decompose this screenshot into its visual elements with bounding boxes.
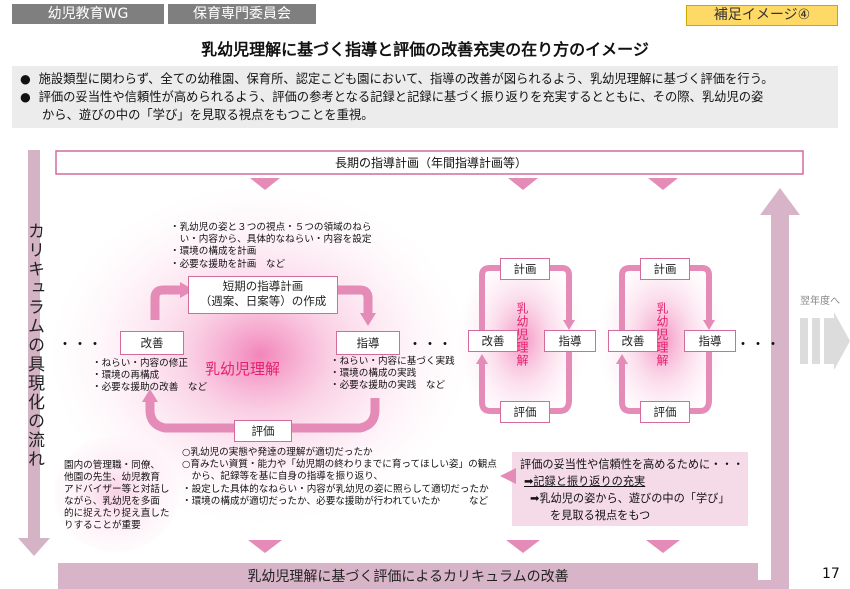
mini2-improve-box: 改善: [608, 330, 658, 352]
guide-notes: ・ねらい・内容に基づく実践 ・環境の構成の実践 ・必要な援助の実践 など: [330, 356, 455, 392]
mini1-center: 乳幼児理解: [515, 302, 529, 367]
guide-box: 指導: [336, 331, 400, 355]
mini2-center: 乳幼児理解: [655, 302, 669, 367]
long-term-plan-label: 長期の指導計画（年間指導計画等）: [334, 156, 527, 170]
dots-mid: ・・・: [408, 337, 453, 353]
mini1-guide-box: 指導: [544, 330, 596, 352]
bullet-1: ● 施設類型に関わらず、全ての幼稚園、保育所、認定こども園において、指導の改善が…: [20, 72, 774, 86]
curriculum-flow-label: カリキュラムの具現化の流れ: [24, 222, 44, 469]
dots-right: ・・・: [736, 337, 781, 353]
supplement-badge: 補足イメージ④: [686, 5, 838, 26]
mini1-evaluate-box: 評価: [500, 401, 550, 423]
evaluate-notes: ○乳幼児の実態や発達の理解が適切だったか ○育みたい資質・能力や「幼児期の終わり…: [182, 447, 497, 507]
validity-box: 評価の妥当性や信頼性を高めるために・・・ ➡記録と振り返りの充実 ➡乳幼児の姿か…: [520, 458, 744, 522]
evaluate-box: 評価: [234, 420, 292, 442]
short-term-plan-box: 短期の指導計画 （週案、日案等）の作成: [188, 276, 338, 314]
dots-left: ・・・: [58, 337, 103, 353]
curriculum-improvement-label: 乳幼児理解に基づく評価によるカリキュラムの改善: [247, 569, 569, 585]
tag-committee: 保育専門委員会: [168, 4, 316, 24]
bullet-2-cont: から、遊びの中の「学び」を見取る視点をもつことを重視。: [42, 108, 374, 122]
page-number: 17: [822, 566, 840, 582]
mini2-evaluate-box: 評価: [640, 401, 690, 423]
page-title: 乳幼児理解に基づく指導と評価の改善充実の在り方のイメージ: [201, 40, 649, 59]
mini2-plan-box: 計画: [640, 258, 690, 280]
improve-notes: ・ねらい・内容の修正 ・環境の再構成 ・必要な援助の改善 など: [92, 358, 208, 394]
summary-box: ● 施設類型に関わらず、全ての幼稚園、保育所、認定こども園において、指導の改善が…: [12, 66, 838, 128]
plan-notes: ・乳幼児の姿と３つの視点・５つの領域のねら い・内容から、具体的なねらい・内容を…: [170, 222, 372, 270]
tag-childhood-wg: 幼児教育WG: [12, 4, 164, 24]
mini1-plan-box: 計画: [500, 258, 550, 280]
mini2-guide-box: 指導: [684, 330, 736, 352]
dialogue-note: 園内の管理職・同僚、 他園の先生、幼児教育 アドバイザー等と対話し ながら、乳幼…: [64, 460, 170, 531]
mini1-improve-box: 改善: [468, 330, 518, 352]
next-year-label: 翌年度へ: [800, 296, 840, 307]
improve-box: 改善: [120, 331, 184, 355]
bullet-2: ● 評価の妥当性や信頼性が高められるよう、評価の参考となる記録と記録に基づく振り…: [20, 90, 764, 104]
child-understanding-center: 乳幼児理解: [205, 360, 281, 378]
